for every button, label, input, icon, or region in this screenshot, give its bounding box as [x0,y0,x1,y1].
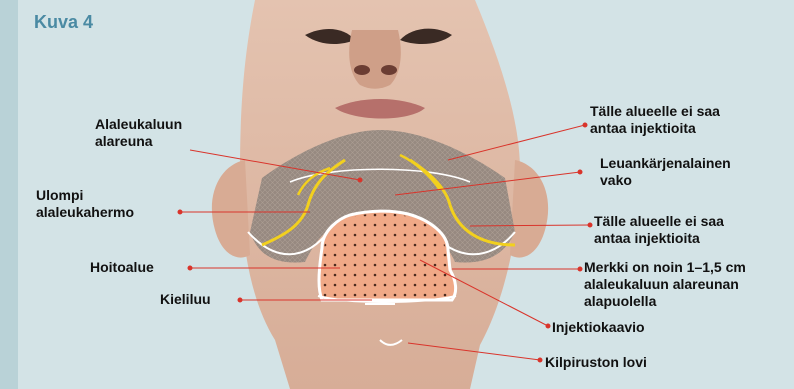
label-marker-note: Merkki on noin 1–1,5 cm alaleukaluun ala… [584,259,746,310]
label-hyoid-bone: Kieliluu [160,291,211,308]
label-line: Ulompi [36,187,134,204]
label-line: vako [600,172,731,189]
label-line: alaleukaluun alareunan [584,276,746,293]
label-outer-mandibular-nerve: Ulompi alaleukahermo [36,187,134,221]
label-line: Merkki on noin 1–1,5 cm [584,259,746,276]
label-thyroid-notch: Kilpiruston lovi [545,354,647,371]
label-line: Alaleukaluun [95,116,182,133]
label-line: antaa injektioita [594,230,724,247]
label-injection-pattern: Injektiokaavio [552,319,645,336]
label-line: Leuankärjenalainen [600,155,731,172]
right-ear [510,160,548,258]
label-mandible-lower-edge: Alaleukaluun alareuna [95,116,182,150]
figure-title: Kuva 4 [34,12,93,33]
nose [349,30,401,89]
label-line: Tälle alueelle ei saa [594,213,724,230]
label-line: Tälle alueelle ei saa [590,103,720,120]
label-treatment-area: Hoitoalue [90,259,154,276]
label-no-injection-top: Tälle alueelle ei saa antaa injektioita [590,103,720,137]
label-no-injection-bottom: Tälle alueelle ei saa antaa injektioita [594,213,724,247]
label-line: alareuna [95,133,182,150]
label-submental-crease: Leuankärjenalainen vako [600,155,731,189]
label-line: alaleukahermo [36,204,134,221]
left-ear [212,160,250,258]
label-line: alapuolella [584,293,746,310]
label-line: antaa injektioita [590,120,720,137]
